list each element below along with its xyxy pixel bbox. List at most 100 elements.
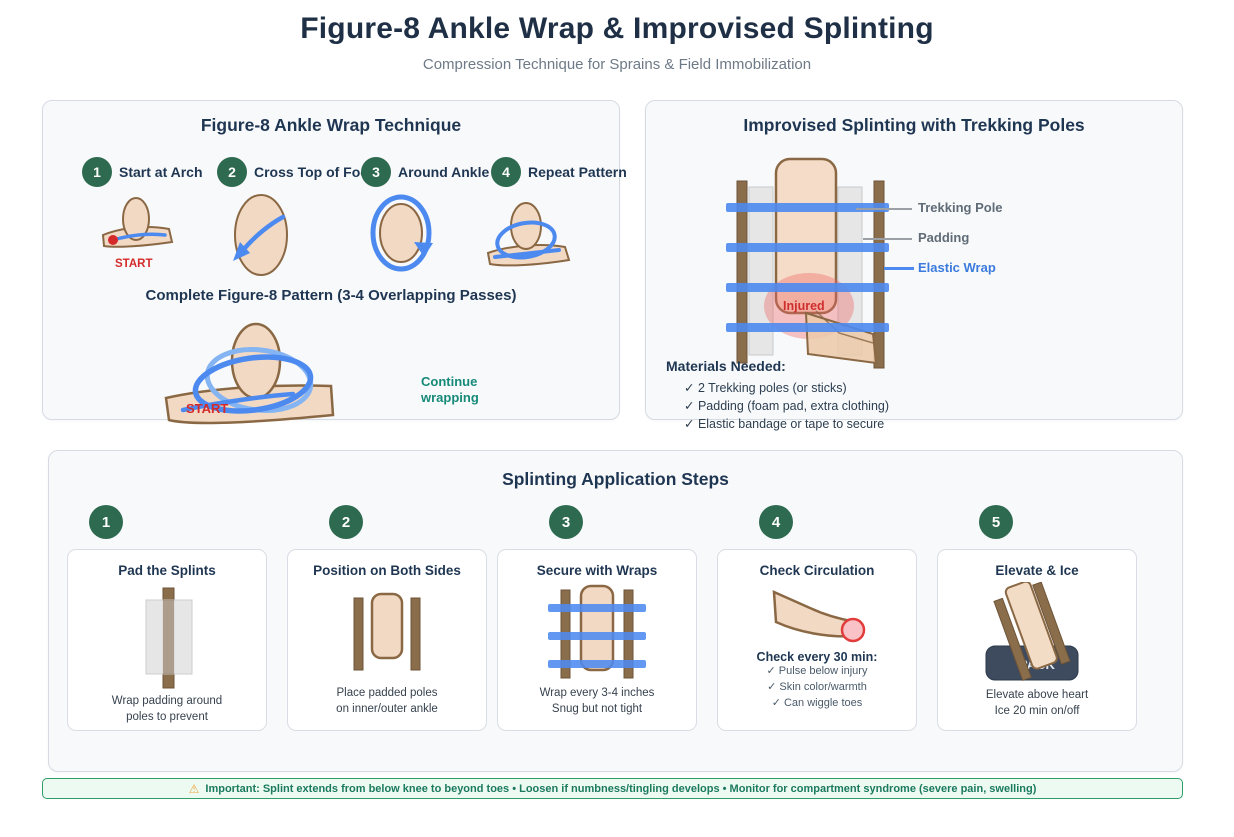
secure-wraps-art [548,584,646,679]
wrap-step-badge-4: 4 [491,157,521,187]
pole [353,597,364,671]
application-steps-panel: Splinting Application Steps 1 2 3 4 5 Pa… [48,450,1183,772]
pattern-caption: Complete Figure-8 Pattern (3-4 Overlappi… [145,287,517,304]
wrap-step-badge-2: 2 [217,157,247,187]
wrap-step-badge-1: 1 [82,157,112,187]
position-poles-art [353,592,421,671]
legend-label-trekking-pole: Trekking Pole [918,200,1003,215]
page-subtitle: Compression Technique for Sprains & Fiel… [422,56,812,73]
trekking-pole-left [736,180,748,364]
app-step-badge-1: 1 [89,505,123,539]
wrap-step-label-4: Repeat Pattern [528,164,627,180]
wrap-band [548,660,646,668]
caption-line: Wrap every 3-4 inches [539,687,655,699]
warning-triangle-icon: ⚠ [188,781,200,796]
leg [1004,582,1058,670]
elastic-wrap-band [726,203,889,212]
elastic-wrap-band [726,283,889,292]
figure8-illustration: START Continue wrapping [164,322,479,425]
elevate-ice-art: PACK [985,582,1079,682]
caption-line: Ice 20 min on/off [994,704,1080,717]
legend-label-padding: Padding [918,230,970,245]
start-label-2: START [186,401,228,416]
check-item: ✓ Pulse below injury [766,665,868,677]
wrap-pass [180,391,296,413]
important-banner: ⚠ Important: Splint extends from below k… [42,778,1183,799]
app-step-badge-4: 4 [759,505,793,539]
circulation-art [772,590,866,643]
card-title: Pad the Splints [118,563,216,578]
wrap-band [548,604,646,612]
check-item: ✓ Can wiggle toes [771,696,863,709]
card-title: Secure with Wraps [536,563,658,578]
pole [410,597,421,671]
steps-panel-title: Splinting Application Steps [502,469,729,489]
caption-line: Elevate above heart [985,689,1089,701]
wrap-mini-illustrations: START [101,194,571,276]
arrow-head [233,242,250,261]
wrap-step-label-2: Cross Top of Foot [254,164,374,180]
elastic-wrap-band [726,243,889,252]
wrap-panel-title: Figure-8 Ankle Wrap Technique [200,115,462,135]
card-check-circulation: Check Circulation Check every 30 min: ✓ … [717,549,917,731]
mini-ankle-loop [370,194,433,272]
mini-foot-start: START [101,197,174,270]
wrap-band [548,632,646,640]
caption-line: Wrap padding around [111,695,223,707]
start-label: START [115,258,152,270]
wrap-loop [192,354,314,414]
card-title: Position on Both Sides [313,563,461,578]
caption-line: Snug but not tight [551,702,643,715]
toe-circulation-dot [840,617,866,643]
card-caption: Wrap every 3-4 inches Snug but not tight [498,686,696,717]
tilted-splint [993,582,1071,682]
leg [370,592,404,660]
caption-line: poles to prevent [126,710,208,723]
card-title: Check Circulation [759,563,875,578]
caption-line: on inner/outer ankle [336,702,438,715]
legend-line-padding [863,238,912,240]
continue-label-line2: wrapping [420,390,479,405]
pad-splints-art [145,587,193,689]
app-step-badge-3: 3 [549,505,583,539]
wrap-step-label-3: Around Ankle [398,164,490,180]
card-caption: Wrap padding around poles to prevent [68,694,266,725]
card-elevate-and-ice: Elevate & Ice PACK Elevate above heart I… [937,549,1137,731]
wrap-technique-panel: Figure-8 Ankle Wrap Technique Start at A… [42,100,627,425]
mini-ankle-cross [233,194,288,276]
splinting-panel: Improvised Splinting with Trekking Poles… [645,100,1183,431]
continue-label-line1: Continue [421,374,477,389]
trekking-pole-right [873,180,885,369]
caption-line: Place padded poles [336,687,438,699]
leg [579,584,615,672]
injury-pointer-line [815,310,874,344]
material-item: ✓ 2 Trekking poles (or sticks) [684,381,847,395]
card-secure-with-wraps: Secure with Wraps Wrap every 3-4 inches … [497,549,697,731]
pole [1032,582,1071,665]
injured-label: Injured [783,299,825,313]
page-title: Figure-8 Ankle Wrap & Improvised Splinti… [300,12,934,45]
mini-foot-repeat [486,202,571,267]
material-item: ✓ Elastic bandage or tape to secure [684,417,885,431]
start-dot [108,235,118,245]
app-step-badge-2: 2 [329,505,363,539]
check-title: Check every 30 min: [756,650,878,664]
app-step-badge-5: 5 [979,505,1013,539]
important-text: Important: Splint extends from below kne… [205,782,1037,795]
pole-through-padding [163,600,174,674]
check-item: ✓ Skin color/warmth [767,680,867,693]
pole [993,597,1032,682]
card-position-both-sides: Position on Both Sides Place padded pole… [287,549,487,731]
wrap-step-badge-3: 3 [361,157,391,187]
splint-diagram: Injured [726,157,889,369]
card-caption: Elevate above heart Ice 20 min on/off [938,688,1136,719]
card-title: Elevate & Ice [995,563,1079,578]
legend-line-trekking-pole [856,208,912,210]
wrap-step-label-1: Start at Arch [119,164,203,180]
elastic-wrap-band [726,323,889,332]
material-item: ✓ Padding (foam pad, extra clothing) [684,399,890,413]
legend-line-elastic-wrap [884,267,914,270]
arrow-head [414,242,433,257]
card-caption: Place padded poles on inner/outer ankle [288,686,486,717]
